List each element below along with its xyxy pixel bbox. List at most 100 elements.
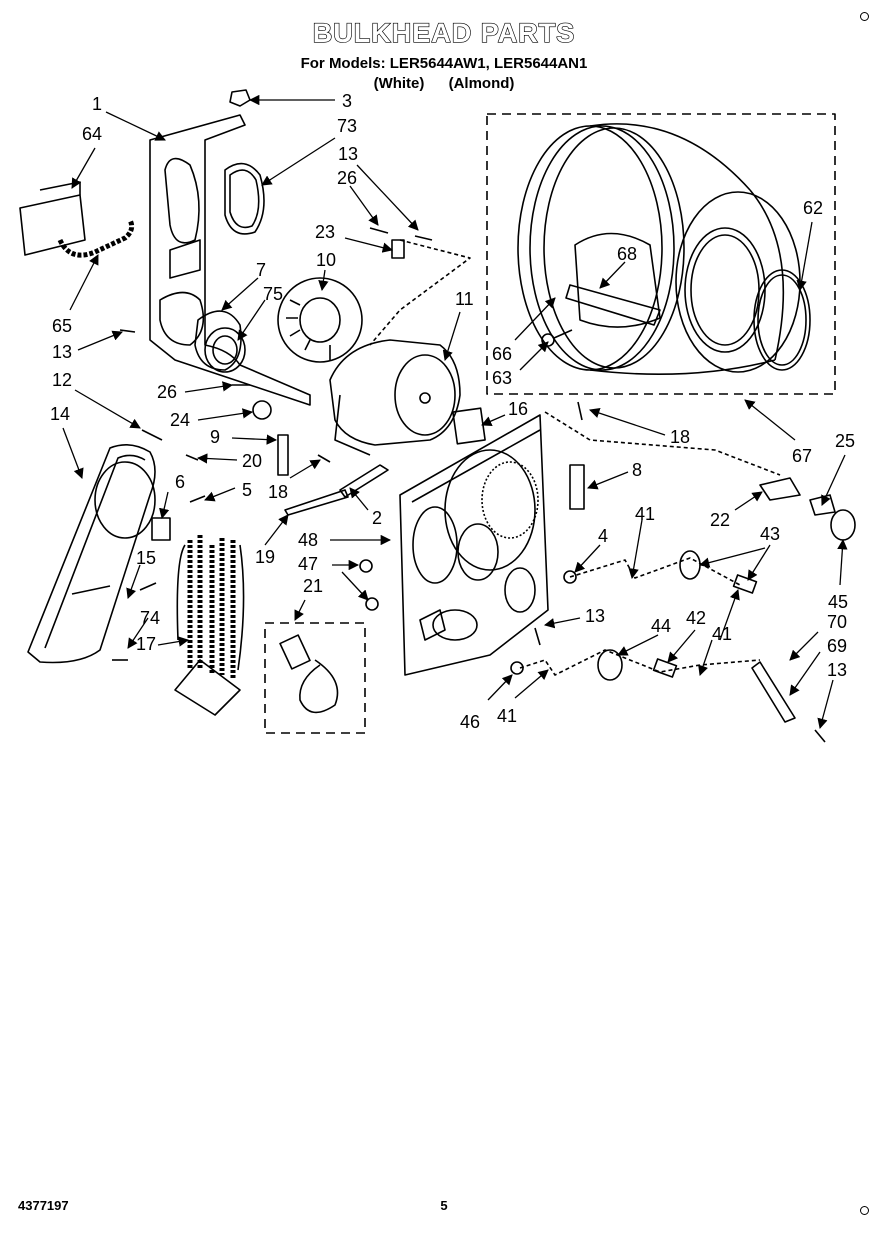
callout-47: 47 [298,554,318,574]
callout-11: 11 [455,289,474,309]
leader-65 [69,254,99,311]
callout-16: 16 [508,399,528,419]
leader-66 [514,297,556,341]
wire-kit [279,634,339,714]
leader-13c [543,617,581,629]
drive-belt [27,444,156,664]
drum-seal [753,269,811,371]
callout-22: 22 [710,510,730,530]
leader-41b [698,639,713,676]
callout-1: 1 [92,94,102,114]
leader-13a [356,164,419,231]
leader-11 [442,311,461,361]
registration-mark-bottom [860,1206,869,1215]
leader-12 [74,389,141,429]
screw-20 [185,454,199,461]
callout-25: 25 [835,431,855,451]
drum-roller-44a [679,550,701,580]
flap-19 [284,489,349,516]
callout-41b: 41 [712,624,732,644]
leader-67 [744,399,796,441]
heating-element [174,535,245,716]
registration-mark-top [860,12,869,21]
clip-23 [391,239,405,259]
seal-ring-73 [224,162,265,235]
nut-47b [365,597,379,611]
leader-1 [105,111,166,141]
leader-19 [264,514,289,546]
leader-42 [667,629,696,663]
callout-62: 62 [803,198,823,218]
callout-21: 21 [303,576,323,596]
leader-18a [589,408,666,436]
pulley-24 [252,400,272,420]
dryer-vent-clip [229,89,251,107]
screw-26a [369,227,389,234]
leader-17 [157,636,190,647]
leader-46 [487,674,513,701]
page-number: 5 [440,1198,448,1213]
leader-24 [197,408,254,421]
leader-26b [184,381,234,393]
harness-wire-upper [369,239,471,346]
idler-bracket [151,517,171,541]
leader-20 [196,453,238,464]
callout-43: 43 [760,524,780,544]
leader-45 [837,538,848,586]
callout-15: 15 [136,548,156,568]
thermostat-16 [452,407,486,445]
callout-2: 2 [372,508,382,528]
leader-41c [719,589,740,641]
callout-14: 14 [50,404,70,424]
leader-68 [599,261,626,289]
callout-18b: 18 [268,482,288,502]
leader-21 [294,599,306,621]
screw-13d [814,729,826,743]
callout-7: 7 [256,260,266,280]
callout-17: 17 [136,634,156,654]
callout-3: 3 [342,91,352,111]
callout-26b: 26 [157,382,177,402]
page-title: BULKHEAD PARTS [312,17,576,48]
callout-23: 23 [315,222,335,242]
callout-70: 70 [827,612,847,632]
screw-13c [534,627,541,646]
callout-24: 24 [170,410,190,430]
leader-23 [344,237,394,253]
screw-13b [119,329,136,333]
model-colors: (White) (Almond) [0,75,888,92]
clip-12 [141,429,163,441]
sensor-bar-8 [569,464,585,510]
washer-4 [563,570,577,584]
callout-48: 48 [298,530,318,550]
screw-18b [317,454,331,463]
leader-44b [617,634,659,656]
color-white-label: (White) [373,75,425,92]
callout-75: 75 [263,284,283,304]
thermal-fuse-22 [759,477,801,501]
leader-13b [77,330,123,351]
bracket-9 [277,434,289,476]
dryer-drum [517,123,801,376]
roller-shaft-42 [652,658,678,678]
leader-16 [481,414,506,427]
washer-46 [510,661,524,675]
screw-13a [414,235,433,241]
callout-69: 69 [827,636,847,656]
callout-18a: 18 [670,427,690,447]
callout-13d: 13 [827,660,847,680]
front-bulkhead [399,414,549,676]
callout-4: 4 [598,526,608,546]
leader-41a [628,519,643,580]
leader-15 [126,564,141,599]
leader-69 [789,651,821,696]
models-line: For Models: LER5644AW1, LER5644AN1 [300,55,588,72]
leader-7 [221,277,259,311]
screw-18a [577,401,583,421]
color-almond-label: (Almond) [448,75,515,92]
callout-13c: 13 [585,606,605,626]
leader-10 [318,269,329,292]
callout-42: 42 [686,608,706,628]
callout-41a: 41 [635,504,655,524]
